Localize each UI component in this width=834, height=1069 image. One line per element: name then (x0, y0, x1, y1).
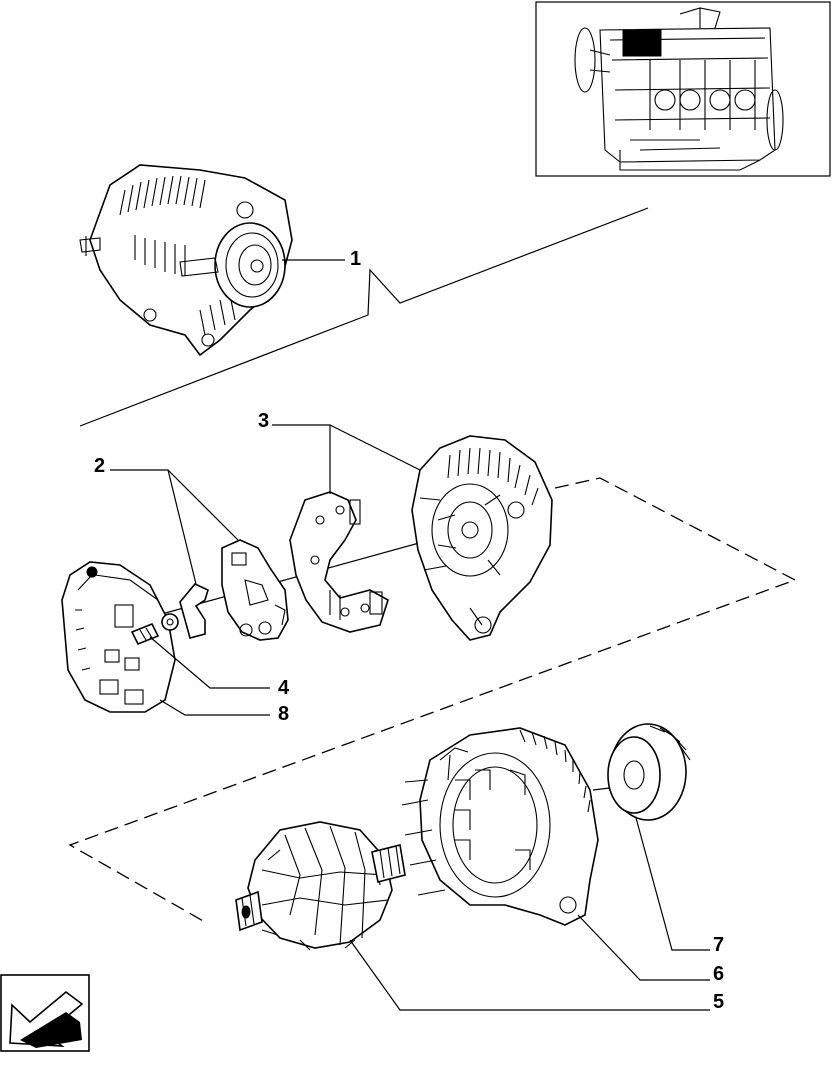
rear-cover-icon (61, 561, 176, 713)
callout-8: 8 (278, 703, 289, 725)
callout-4: 4 (278, 677, 290, 699)
stator-housing-icon (401, 727, 599, 926)
leader-4 (149, 636, 270, 689)
callout-leaders (110, 259, 710, 1011)
callout-3: 3 (258, 410, 269, 432)
brush-holder-icon (179, 539, 289, 641)
leader-6 (577, 914, 710, 981)
rotor-icon (235, 821, 406, 951)
callout-2: 2 (94, 455, 105, 477)
leader-3 (272, 424, 421, 494)
callout-5: 5 (713, 991, 724, 1013)
callout-6: 6 (713, 963, 724, 985)
alternator-assembly-icon (79, 164, 293, 357)
terminal-stud-icon (130, 613, 179, 646)
leader-7 (635, 817, 710, 951)
callout-1: 1 (350, 248, 361, 270)
back-arrow-icon (9, 990, 84, 1048)
engine-locator-icon (574, 7, 784, 171)
rectifier-plate-icon (289, 491, 389, 633)
leader-5 (349, 939, 710, 1011)
leader-2 (110, 469, 239, 585)
leader-8 (159, 699, 270, 716)
callout-7: 7 (713, 934, 724, 956)
back-arrow-button[interactable] (0, 974, 90, 1052)
engine-locator-inset (535, 1, 831, 177)
rectifier-end-shield-icon (411, 435, 553, 641)
pulley-icon (607, 723, 691, 821)
